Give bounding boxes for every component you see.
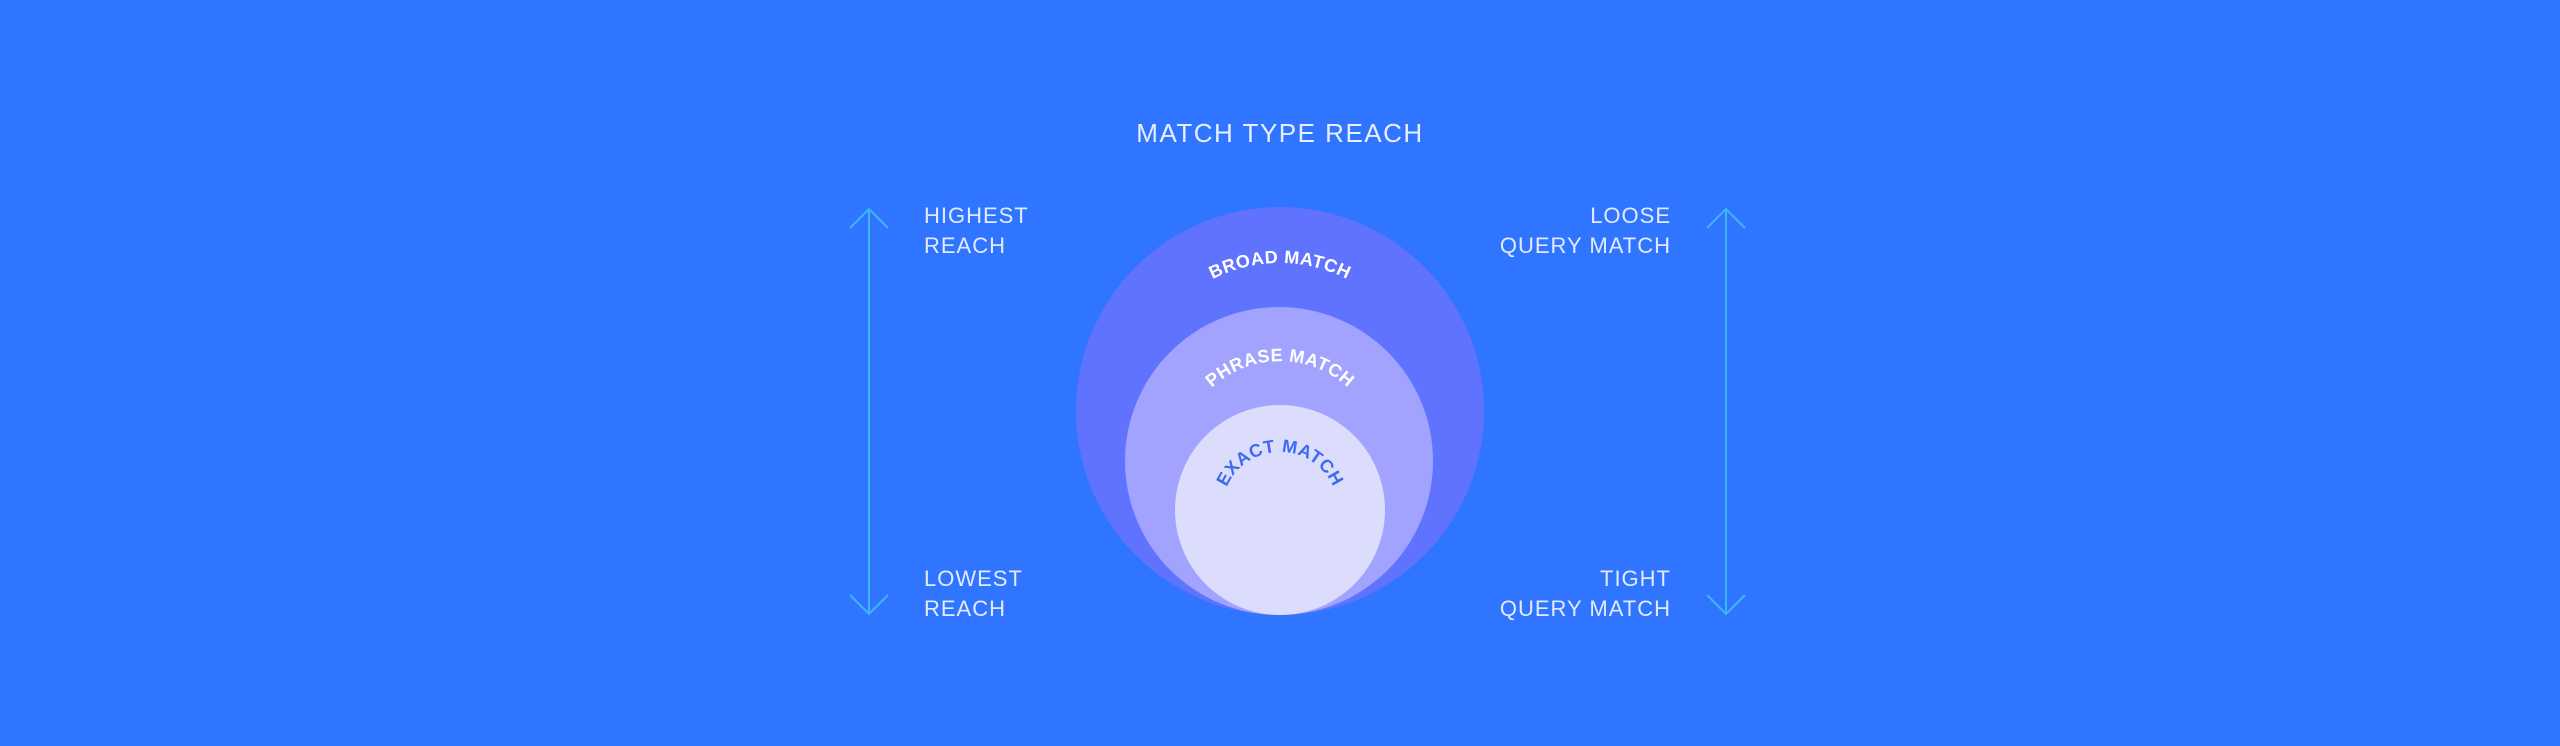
tight-query-label-line1: TIGHT <box>1600 566 1671 591</box>
diagram-title: MATCH TYPE REACH <box>1136 118 1423 148</box>
lowest-reach-label-line1: LOWEST <box>924 566 1023 591</box>
right-double-arrow-icon <box>1706 207 1746 616</box>
lowest-reach-label-line2: REACH <box>924 596 1006 621</box>
exact-match-circle <box>1175 405 1385 615</box>
highest-reach-label-line1: HIGHEST <box>924 203 1029 228</box>
loose-query-label-line2: QUERY MATCH <box>1500 233 1671 258</box>
highest-reach-label-line2: REACH <box>924 233 1006 258</box>
loose-query-label-line1: LOOSE <box>1590 203 1671 228</box>
left-double-arrow-icon <box>849 207 889 616</box>
tight-query-label-line2: QUERY MATCH <box>1500 596 1671 621</box>
